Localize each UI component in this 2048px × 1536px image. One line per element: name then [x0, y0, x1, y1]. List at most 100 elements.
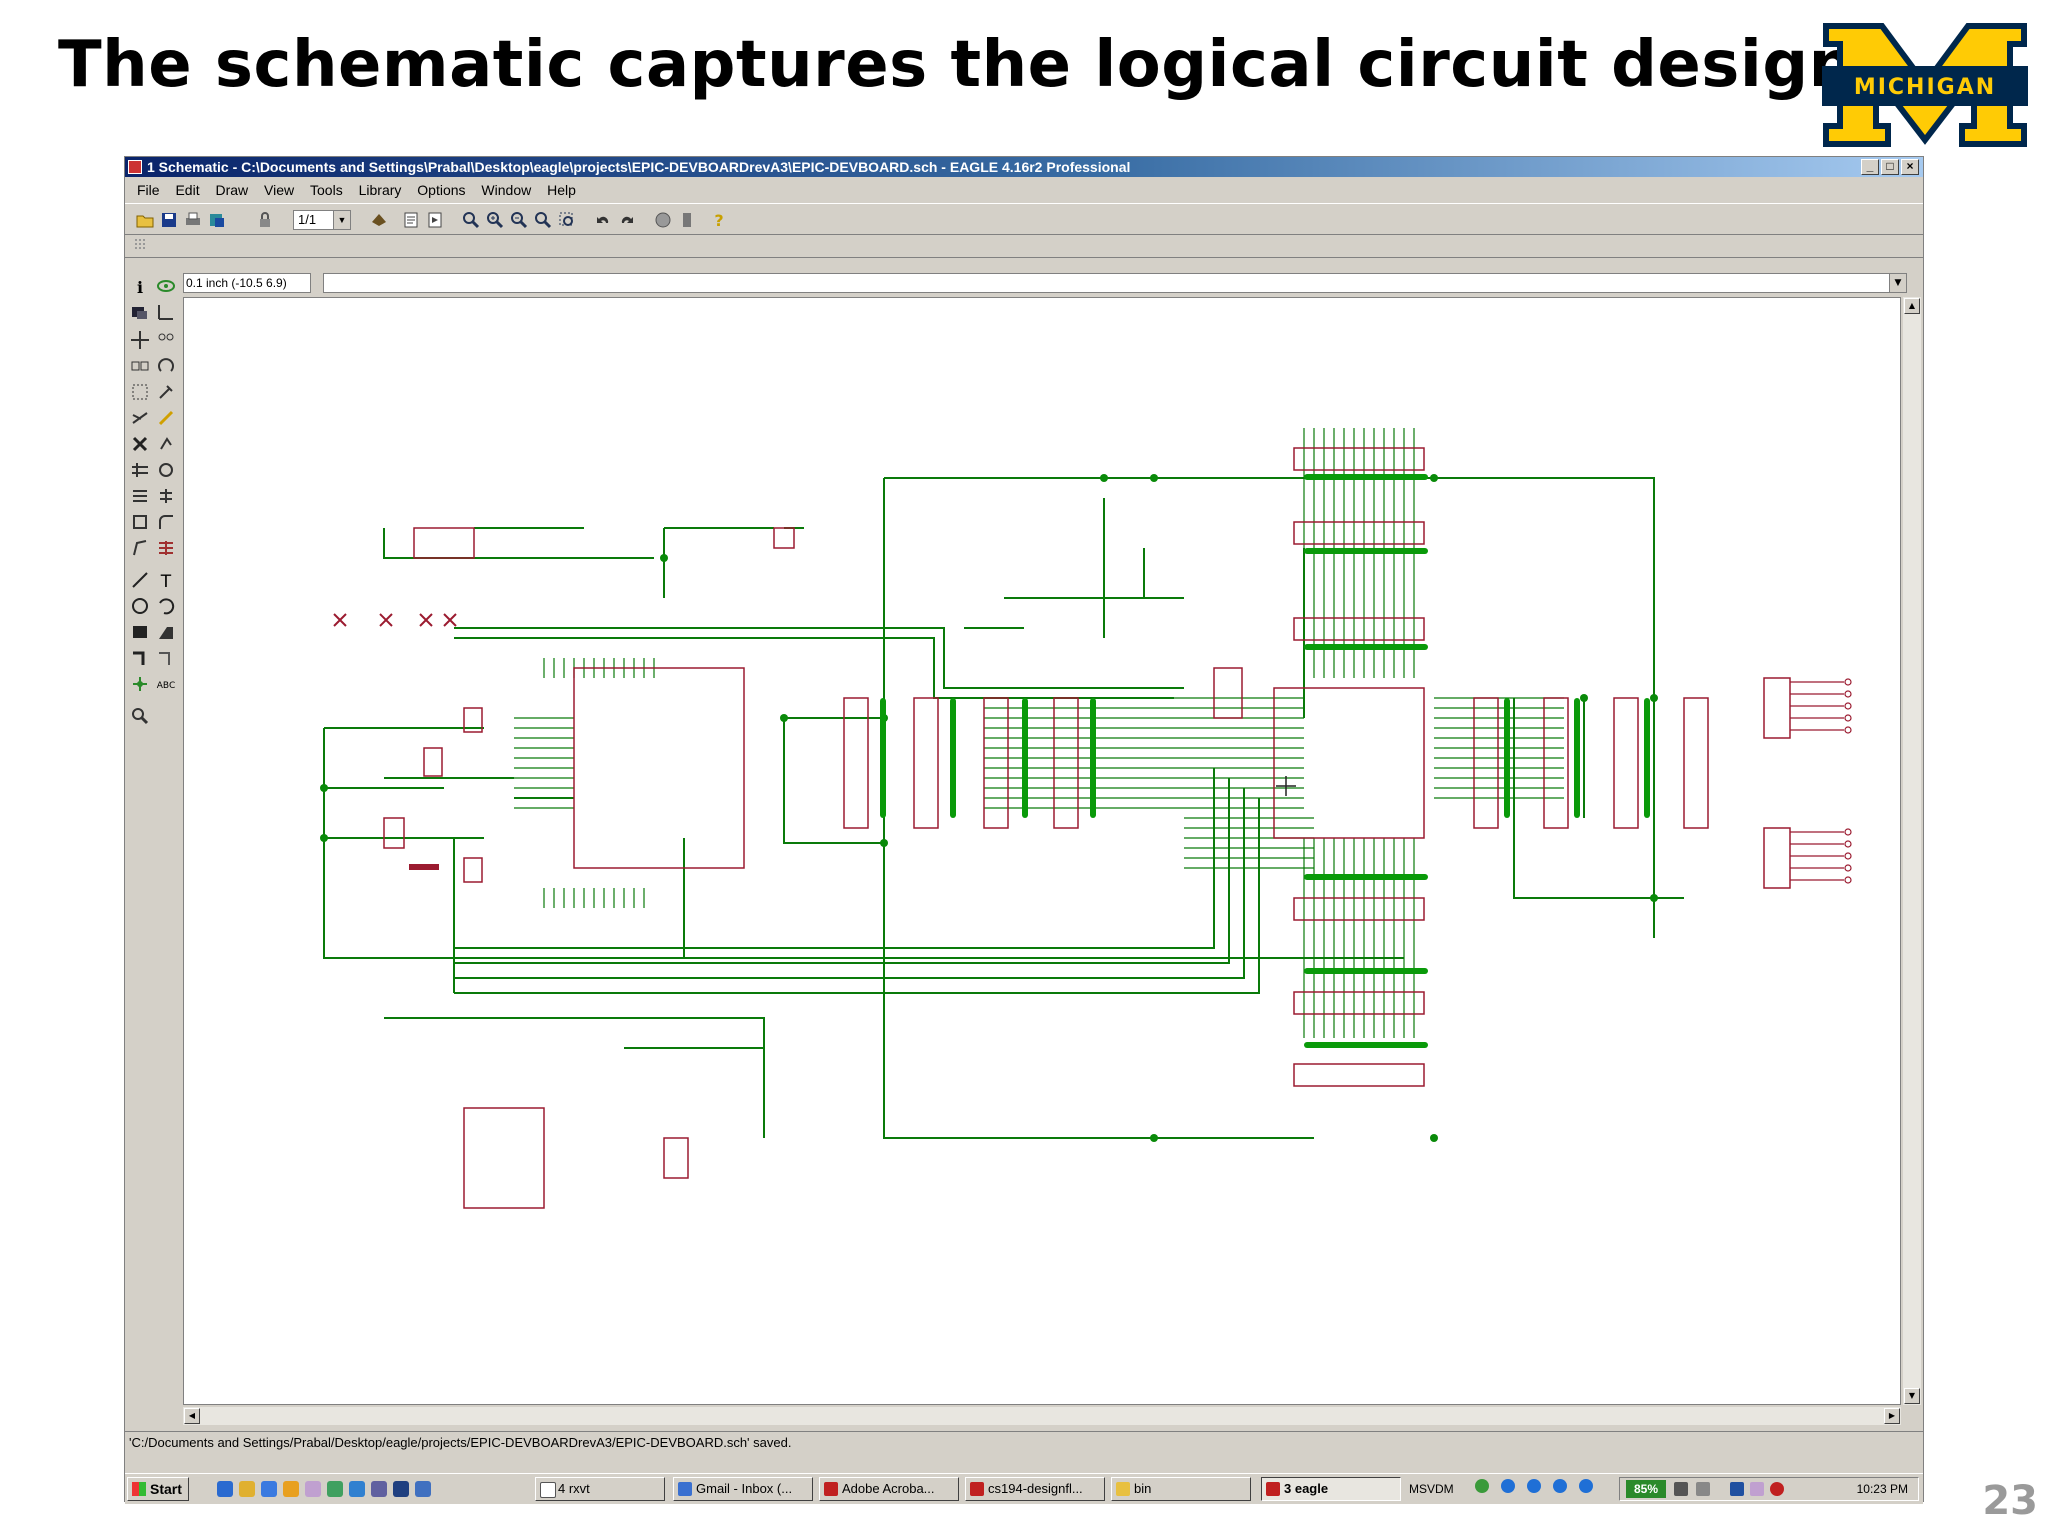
- ie-icon[interactable]: [217, 1481, 233, 1497]
- zoom-select-icon[interactable]: [557, 210, 577, 230]
- undo-icon[interactable]: [593, 210, 613, 230]
- stop-icon[interactable]: [653, 210, 673, 230]
- net-icon[interactable]: [155, 647, 177, 669]
- pinswap-icon[interactable]: [129, 459, 151, 481]
- security-icon[interactable]: [1770, 1482, 1784, 1496]
- mark-icon[interactable]: [155, 301, 177, 323]
- board-icon[interactable]: [369, 210, 389, 230]
- status-icon[interactable]: [1475, 1479, 1489, 1493]
- zoom-fit-icon[interactable]: [461, 210, 481, 230]
- info-icon[interactable]: i: [129, 275, 151, 297]
- calc-icon[interactable]: [327, 1481, 343, 1497]
- arc-icon[interactable]: [155, 595, 177, 617]
- paste-icon[interactable]: [155, 407, 177, 429]
- zoom-in-icon[interactable]: [485, 210, 505, 230]
- zoom-out-icon[interactable]: [509, 210, 529, 230]
- maximize-button[interactable]: □: [1881, 159, 1899, 175]
- media-icon[interactable]: [1501, 1479, 1515, 1493]
- display-icon[interactable]: [129, 301, 151, 323]
- media-icon[interactable]: [1527, 1479, 1541, 1493]
- polygon-icon[interactable]: [155, 621, 177, 643]
- clock[interactable]: 10:23 PM: [1856, 1482, 1908, 1496]
- menu-tools[interactable]: Tools: [310, 182, 343, 198]
- window-titlebar[interactable]: 1 Schematic - C:\Documents and Settings\…: [125, 157, 1923, 177]
- app-launch-icon[interactable]: [393, 1481, 409, 1497]
- folder-icon[interactable]: [239, 1481, 255, 1497]
- change-icon[interactable]: [155, 381, 177, 403]
- window-icon[interactable]: [371, 1481, 387, 1497]
- command-input[interactable]: ▼: [323, 273, 1907, 293]
- add-icon[interactable]: [155, 433, 177, 455]
- scroll-left-icon[interactable]: ◀: [184, 1408, 200, 1424]
- media-icon[interactable]: [1579, 1479, 1593, 1493]
- label-icon[interactable]: ABC: [155, 673, 177, 695]
- battery-indicator[interactable]: 85%: [1626, 1480, 1666, 1498]
- vnc-icon[interactable]: [1750, 1482, 1764, 1496]
- redo-icon[interactable]: [617, 210, 637, 230]
- scroll-right-icon[interactable]: ▶: [1884, 1408, 1900, 1424]
- split-icon[interactable]: [155, 537, 177, 559]
- menu-options[interactable]: Options: [417, 182, 466, 198]
- open-icon[interactable]: [135, 210, 155, 230]
- chevron-down-icon[interactable]: ▼: [333, 211, 350, 229]
- task-rxvt[interactable]: 4 rxvt: [535, 1477, 665, 1501]
- circle-icon[interactable]: [129, 595, 151, 617]
- bus-icon[interactable]: [129, 647, 151, 669]
- desktop-icon[interactable]: [261, 1481, 277, 1497]
- task-acrobat[interactable]: Adobe Acroba...: [819, 1477, 959, 1501]
- go-icon[interactable]: [677, 210, 697, 230]
- schematic-canvas[interactable]: [183, 297, 1901, 1405]
- cam-icon[interactable]: [207, 210, 227, 230]
- menu-edit[interactable]: Edit: [175, 182, 200, 198]
- junction-icon[interactable]: [129, 673, 151, 695]
- gateswap-icon[interactable]: [155, 459, 177, 481]
- menu-library[interactable]: Library: [358, 182, 402, 198]
- close-button[interactable]: ×: [1901, 159, 1919, 175]
- lock-icon[interactable]: [255, 210, 275, 230]
- group-icon[interactable]: [129, 381, 151, 403]
- run-icon[interactable]: [425, 210, 445, 230]
- rect-icon[interactable]: [129, 621, 151, 643]
- menu-help[interactable]: Help: [547, 182, 576, 198]
- scroll-up-icon[interactable]: ▲: [1904, 298, 1920, 314]
- menu-view[interactable]: View: [264, 182, 295, 198]
- task-designflow[interactable]: cs194-designfl...: [965, 1477, 1105, 1501]
- erc-icon[interactable]: [129, 705, 151, 727]
- menu-file[interactable]: File: [137, 182, 160, 198]
- text-icon[interactable]: T: [155, 569, 177, 592]
- show-icon[interactable]: [155, 275, 177, 297]
- script-icon[interactable]: [401, 210, 421, 230]
- name-icon[interactable]: [155, 485, 177, 507]
- miter-icon[interactable]: [129, 537, 151, 559]
- scroll-down-icon[interactable]: ▼: [1904, 1388, 1920, 1404]
- mail-icon[interactable]: [283, 1481, 299, 1497]
- print-icon[interactable]: [183, 210, 203, 230]
- rotate-icon[interactable]: [155, 355, 177, 377]
- move-icon[interactable]: [129, 329, 151, 351]
- power-icon[interactable]: [1696, 1482, 1710, 1496]
- help-icon[interactable]: ?: [709, 210, 729, 230]
- save-icon[interactable]: [159, 210, 179, 230]
- sheet-select[interactable]: 1/1▼: [293, 210, 351, 230]
- task-gmail[interactable]: Gmail - Inbox (...: [673, 1477, 813, 1501]
- start-button[interactable]: Start: [127, 1477, 189, 1501]
- chevron-down-icon[interactable]: ▼: [1889, 274, 1906, 292]
- value-icon[interactable]: [129, 511, 151, 533]
- menu-window[interactable]: Window: [481, 182, 532, 198]
- horizontal-scrollbar[interactable]: ◀ ▶: [183, 1407, 1901, 1425]
- vnc-icon[interactable]: [305, 1481, 321, 1497]
- minimize-button[interactable]: _: [1861, 159, 1879, 175]
- zoom-redraw-icon[interactable]: [533, 210, 553, 230]
- copy-icon[interactable]: [155, 329, 177, 351]
- replace-icon[interactable]: [129, 485, 151, 507]
- menu-draw[interactable]: Draw: [215, 182, 249, 198]
- vertical-scrollbar[interactable]: ▲ ▼: [1903, 297, 1921, 1405]
- search-icon[interactable]: [349, 1481, 365, 1497]
- mirror-icon[interactable]: [129, 355, 151, 377]
- tool-launch-icon[interactable]: [415, 1481, 431, 1497]
- wire-icon[interactable]: [129, 569, 151, 591]
- task-eagle[interactable]: 3 eagle: [1261, 1477, 1401, 1501]
- delete-icon[interactable]: [129, 433, 151, 455]
- smash-icon[interactable]: [155, 511, 177, 533]
- cut-icon[interactable]: [129, 407, 151, 429]
